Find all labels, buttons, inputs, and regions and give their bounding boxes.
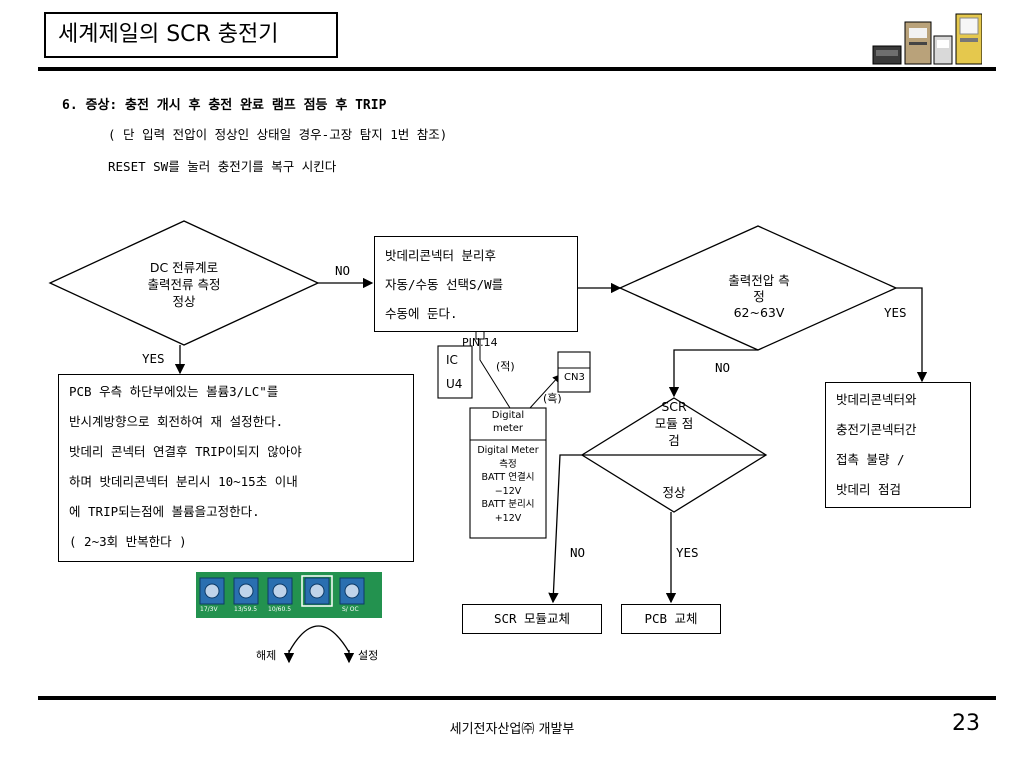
decision-voltage-text: 출력전압 측 정 62~63V [692, 273, 826, 321]
scr-line: 검 [668, 433, 680, 448]
pcb-adjust-line: 하며 밧데리콘넥터 분리시 10~15초 이내 [69, 474, 298, 489]
black-wire-label: (흑) [543, 392, 562, 405]
charger-products-icon [872, 13, 983, 65]
arrow-yes-right [896, 287, 928, 383]
page-title: 세계제일의 SCR 충전기 [44, 12, 338, 58]
pin-label: PIN.14 [462, 336, 498, 349]
decision-scr-text: SCR 모듈 점 검 [630, 398, 718, 449]
red-wire [479, 339, 511, 409]
set-label: 설정 [358, 649, 379, 662]
meter-desc-line: +12V [494, 512, 522, 524]
product-images [872, 12, 983, 66]
board-label: 13/59.5 [234, 606, 258, 613]
step-check-connector-box: 밧데리콘넥터와 충전기콘넥터간 접촉 불량 / 밧데리 점검 [825, 382, 971, 508]
decision-dc-line: DC 전류계로 [149, 260, 219, 275]
pcb-adjust-line: 에 TRIP되는점에 볼륨을고정한다. [69, 504, 260, 519]
voltage-line: 정 [753, 289, 765, 304]
decision-dc-line: 출력전류 측정 [147, 277, 221, 292]
meter-title-line: meter [492, 423, 524, 434]
footer-company: 세기전자산업㈜ 개발부 [449, 722, 575, 737]
connector-line: 충전기콘넥터간 [836, 422, 917, 437]
label-yes-bottom: YES [676, 545, 699, 560]
replace-scr-box: SCR 모듈교체 [462, 604, 602, 634]
scr-line: 모듈 점 [654, 416, 694, 431]
pcb-adjust-line: 반시계방향으로 회전하여 재 설정한다. [69, 414, 284, 429]
meter-desc-line: Digital Meter [477, 445, 539, 456]
decision-scr-normal: 정상 [662, 485, 686, 500]
digital-meter-box [469, 407, 547, 539]
black-wire [529, 374, 561, 409]
label-no-1: NO [335, 263, 351, 278]
replace-pcb-box: PCB 교체 [621, 604, 721, 634]
header-rule [38, 67, 996, 71]
connector-line: 접촉 불량 / [836, 452, 905, 467]
pcb-board-photo: 17/3V 13/59.5 10/60.5 S/ OC [196, 572, 382, 618]
pcb-adjust-line: 밧데리 콘넥터 연결후 TRIP이되지 않아야 [69, 444, 302, 459]
decision-dc-current [48, 220, 320, 346]
release-label: 해제 [256, 649, 277, 662]
digital-meter-desc: Digital Meter 측정 BATT 연결시 −12V BATT 분리시 … [470, 444, 546, 525]
rotation-arc [288, 625, 350, 653]
connector-line: 밧데리 점검 [836, 482, 902, 497]
footer-rule [38, 696, 996, 700]
meter-desc-line: 측정 [499, 458, 517, 470]
red-wire-label: (적) [496, 360, 515, 373]
page-number: 23 [952, 711, 980, 736]
ic-label: IC [446, 353, 458, 367]
label-no-mid: NO [715, 360, 731, 375]
cn3-label: CN3 [564, 372, 585, 383]
meter-desc-line: −12V [494, 485, 522, 497]
meter-title-line: Digital [491, 410, 525, 421]
step-instruction: RESET SW를 눌러 충전기를 복구 시킨다 [108, 159, 337, 174]
label-yes-right: YES [884, 305, 907, 320]
scr-line: SCR [661, 399, 687, 414]
arrow-no-bottom [548, 454, 582, 604]
step-note: ( 단 입력 전압이 정상인 상태일 경우-고장 탐지 1번 참조) [108, 127, 448, 142]
pcb-adjust-line: PCB 우측 하단부에있는 볼륨3/LC"를 [69, 384, 279, 399]
voltage-line: 출력전압 측 [728, 273, 790, 288]
voltage-line: 62~63V [733, 305, 785, 320]
pcb-adjust-line: ( 2~3회 반복한다 ) [69, 534, 187, 549]
cn3-box [557, 351, 591, 393]
board-label: 10/60.5 [268, 606, 292, 613]
step-disconnect-box: 밧데리콘넥터 분리후 자동/수동 선택S/W를 수동에 둔다. [374, 236, 578, 332]
board-label: 17/3V [200, 606, 218, 613]
disconnect-line: 자동/수동 선택S/W를 [385, 277, 504, 292]
step-title: 6. 증상: 충전 개시 후 충전 완료 램프 점등 후 TRIP [62, 98, 387, 113]
decision-dc-line: 정상 [172, 294, 196, 309]
board-label: S/ OC [342, 606, 359, 613]
ic-box [437, 345, 473, 399]
label-yes-left: YES [142, 351, 165, 366]
arrow-no-mid [668, 349, 758, 398]
meter-desc-line: BATT 분리시 [481, 499, 535, 510]
label-no-bottom: NO [570, 545, 586, 560]
u4-label: U4 [446, 377, 463, 391]
potentiometer-icon [196, 572, 382, 618]
decision-dc-text: DC 전류계로 출력전류 측정 정상 [108, 259, 260, 310]
connector-line: 밧데리콘넥터와 [836, 392, 917, 407]
disconnect-line: 수동에 둔다. [385, 306, 458, 321]
disconnect-line: 밧데리콘넥터 분리후 [385, 248, 497, 263]
meter-desc-line: BATT 연결시 [481, 472, 535, 483]
digital-meter-title: Digital meter [470, 409, 546, 435]
step-pcb-adjust-box: PCB 우측 하단부에있는 볼륨3/LC"를 반시계방향으로 회전하여 재 설정… [58, 374, 414, 562]
